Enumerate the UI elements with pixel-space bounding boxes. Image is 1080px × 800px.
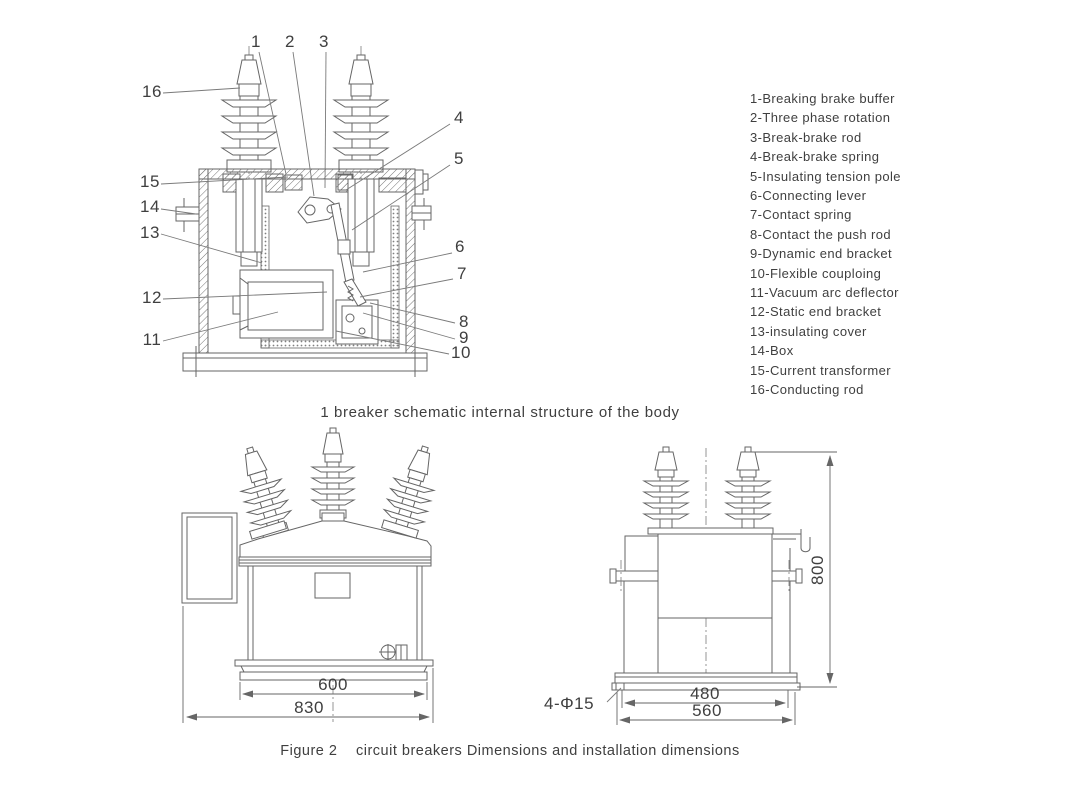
callout-7: 7 xyxy=(359,264,467,298)
front-side-panel xyxy=(181,512,238,604)
internal-structure-diagram: 1 2 3 4 5 6 7 8 xyxy=(140,32,471,377)
front-bushing-left xyxy=(239,446,293,539)
callout-16: 16 xyxy=(142,82,241,101)
caption-figure: Figure 2 circuit breakers Dimensions and… xyxy=(230,743,790,759)
current-transformer-blocks xyxy=(222,173,407,193)
side-tank xyxy=(623,527,791,673)
callout-label-2: 2 xyxy=(285,32,295,51)
dimension-600: 600 xyxy=(239,675,428,700)
callout-label-9: 9 xyxy=(459,328,469,347)
legend-item-3: 3-Break-brake rod xyxy=(750,129,862,145)
callout-15: 15 xyxy=(140,172,289,191)
legend-item-8: 8-Contact the push rod xyxy=(750,226,892,242)
callout-1: 1 xyxy=(251,32,287,175)
dimension-830: 830 xyxy=(182,606,434,723)
legend-item-7: 7-Contact spring xyxy=(750,207,852,223)
callout-label-14: 14 xyxy=(140,197,160,216)
legend-item-9: 9-Dynamic end bracket xyxy=(750,246,893,262)
front-view-drawing: 600 830 xyxy=(181,427,436,723)
callout-label-8: 8 xyxy=(459,312,469,331)
legend-item-4: 4-Break-brake spring xyxy=(750,149,880,165)
legend-item-5: 5-Insulating tension pole xyxy=(750,168,901,184)
figure-label: Figure 2 xyxy=(280,743,338,759)
front-base xyxy=(234,659,434,681)
callout-9: 9 xyxy=(362,312,469,347)
legend-item-1: 1-Breaking brake buffer xyxy=(750,91,895,106)
operating-mechanism xyxy=(297,196,367,307)
figure-text: circuit breakers Dimensions and installa… xyxy=(356,743,740,759)
mounting-channel xyxy=(609,560,803,592)
callout-4: 4 xyxy=(345,108,464,191)
callout-13: 13 xyxy=(140,223,263,264)
callout-label-12: 12 xyxy=(142,288,162,307)
dim-label-560: 560 xyxy=(692,701,722,720)
callout-label-11: 11 xyxy=(143,330,162,349)
front-body-roof xyxy=(239,512,432,558)
dim-label-480: 480 xyxy=(690,684,720,703)
dimension-480: 480 xyxy=(621,684,789,708)
callout-2: 2 xyxy=(285,32,315,197)
mounting-holes-callout: 4-Φ15 xyxy=(544,687,622,713)
left-bushing-insulator xyxy=(220,54,278,173)
dimension-800: 800 xyxy=(752,451,837,688)
legend-item-15: 15-Current transformer xyxy=(750,362,892,378)
callout-11: 11 xyxy=(143,311,279,349)
legend-item-14: 14-Box xyxy=(750,343,794,359)
front-body xyxy=(247,565,423,661)
callout-label-16: 16 xyxy=(142,82,162,101)
vacuum-interrupter xyxy=(232,269,334,339)
front-flange-band xyxy=(238,556,432,567)
grounding-terminal xyxy=(379,644,408,662)
caption-internal-structure: 1 breaker schematic internal structure o… xyxy=(320,404,680,421)
mounting-holes-label: 4-Φ15 xyxy=(544,694,594,713)
callout-label-1: 1 xyxy=(251,32,261,51)
callout-label-15: 15 xyxy=(140,172,160,191)
base-plate xyxy=(182,346,428,377)
right-wall-bracket xyxy=(411,198,432,230)
dim-label-800: 800 xyxy=(808,555,827,585)
callout-12: 12 xyxy=(142,288,328,307)
callout-3: 3 xyxy=(319,32,329,189)
dimension-560: 560 xyxy=(616,692,796,725)
callout-label-7: 7 xyxy=(457,264,467,283)
breaking-brake-buffer xyxy=(284,174,303,191)
lifting-hook xyxy=(773,529,811,553)
legend-item-16: 16-Conducting rod xyxy=(750,382,864,398)
legend-item-6: 6-Connecting lever xyxy=(750,188,867,204)
callout-label-13: 13 xyxy=(140,223,160,242)
side-base xyxy=(611,672,801,691)
front-bushing-middle xyxy=(310,427,356,519)
callout-label-5: 5 xyxy=(454,149,464,168)
bushing-columns xyxy=(235,178,375,267)
parts-legend: 1-Breaking brake buffer 2-Three phase ro… xyxy=(750,89,1060,400)
callout-label-3: 3 xyxy=(319,32,329,51)
side-bushing-right xyxy=(724,446,772,529)
callout-6: 6 xyxy=(362,237,465,273)
callout-8: 8 xyxy=(369,302,469,331)
left-wall-bracket xyxy=(175,198,200,232)
mechanism-box xyxy=(335,299,379,345)
legend-item-2: 2-Three phase rotation xyxy=(750,110,891,126)
legend-item-13: 13-insulating cover xyxy=(750,323,867,339)
callout-label-10: 10 xyxy=(451,343,471,362)
dim-label-600: 600 xyxy=(318,675,348,694)
dim-label-830: 830 xyxy=(294,698,324,717)
legend-item-11: 11-Vacuum arc deflector xyxy=(750,285,899,301)
callout-label-6: 6 xyxy=(455,237,465,256)
callout-10: 10 xyxy=(335,330,471,362)
side-bushing-left xyxy=(642,446,690,529)
side-view-drawing: 800 480 560 4-Φ15 xyxy=(544,446,837,725)
legend-item-10: 10-Flexible couploing xyxy=(750,265,882,281)
right-bushing-insulator xyxy=(332,54,390,173)
callout-14: 14 xyxy=(140,197,197,216)
callout-label-4: 4 xyxy=(454,108,464,127)
callout-5: 5 xyxy=(351,149,464,231)
nameplate xyxy=(314,572,351,599)
legend-item-12: 12-Static end bracket xyxy=(750,304,882,320)
mounting-hole xyxy=(615,682,625,691)
